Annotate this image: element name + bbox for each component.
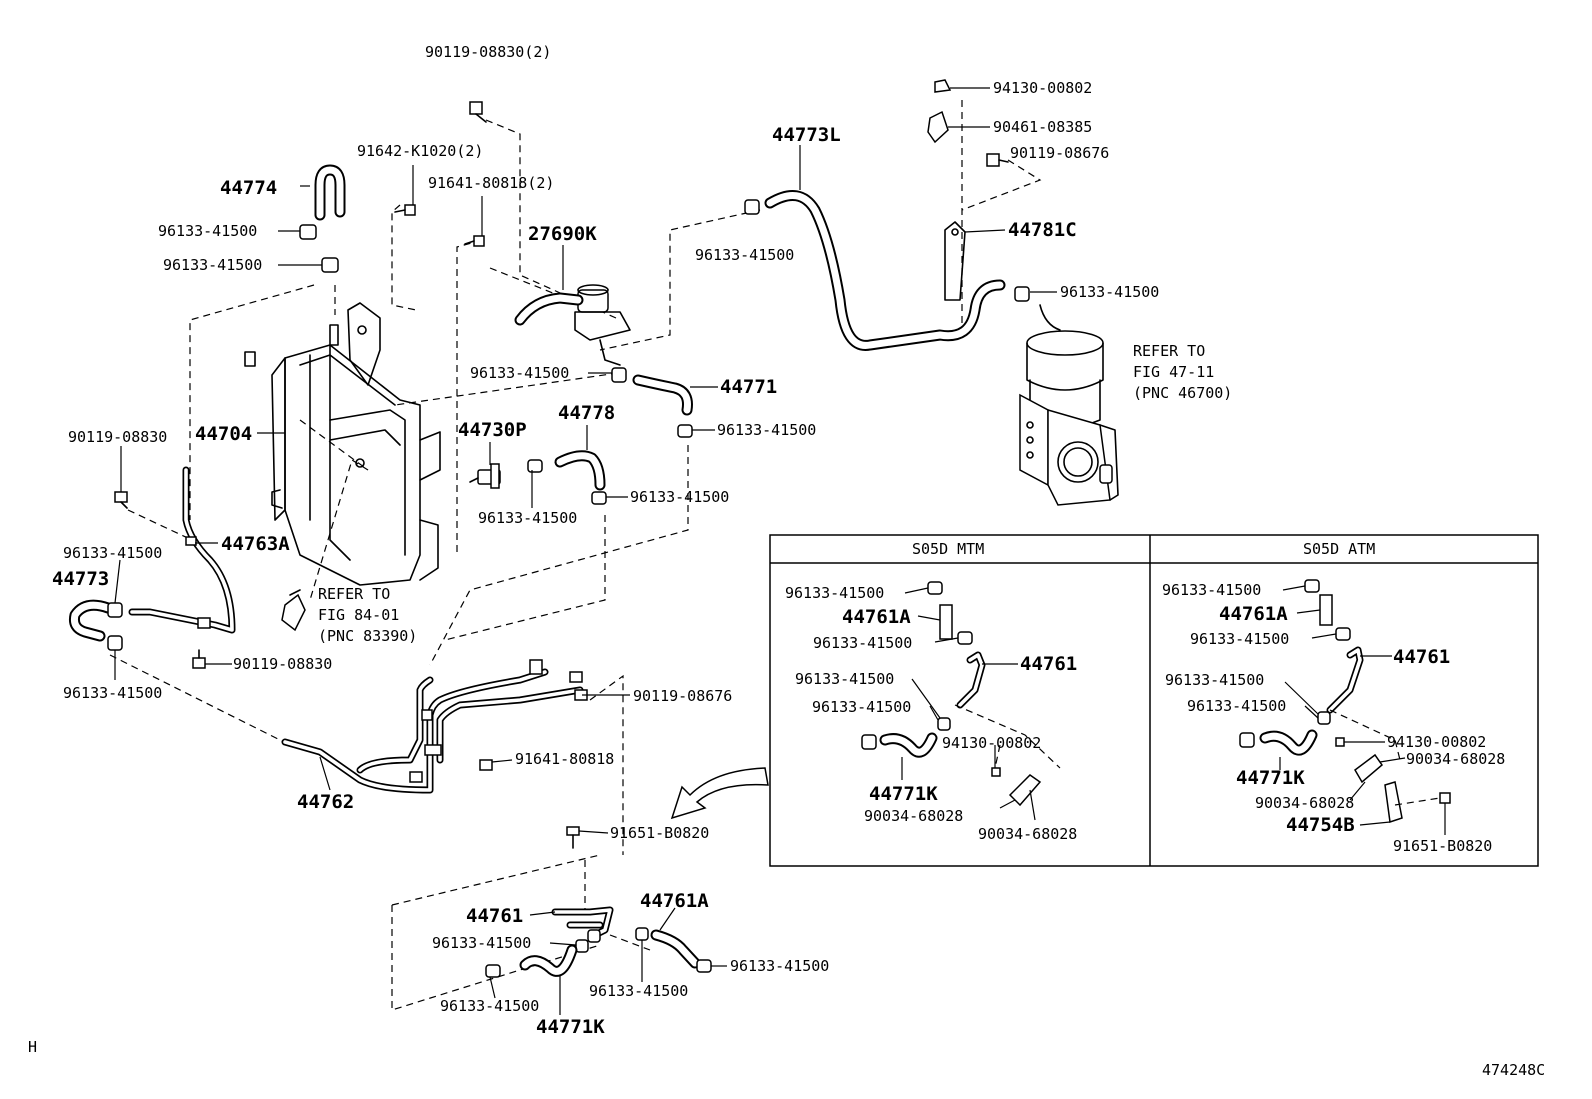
label-96133-a: 96133-41500 <box>158 222 257 240</box>
inset-mtm-header: S05D MTM <box>912 540 984 558</box>
bracket-44781c <box>927 79 1009 301</box>
mtm-label-c1: 96133-41500 <box>785 584 884 602</box>
label-96133-b: 96133-41500 <box>163 256 262 274</box>
hose-44774 <box>299 164 346 273</box>
part-labels: 90119-08830(2) 91642-K1020(2) 91641-8081… <box>52 43 1159 1038</box>
actuator-assembly <box>1019 304 1119 506</box>
atm-label-44761: 44761 <box>1393 646 1450 668</box>
pressure-switch-44730p <box>469 463 501 489</box>
pipe-assembly-44762 <box>281 659 588 794</box>
label-96133-m: 96133-41500 <box>589 982 688 1000</box>
label-96133-h: 96133-41500 <box>478 509 577 527</box>
label-96133-i: 96133-41500 <box>63 544 162 562</box>
label-44761-main: 44761 <box>466 905 523 927</box>
atm-label-c3: 96133-41500 <box>1165 671 1264 689</box>
mtm-label-c3: 96133-41500 <box>795 670 894 688</box>
corner-mark: H <box>28 1038 37 1056</box>
atm-label-bolt1: 90034-68028 <box>1406 750 1505 768</box>
sensor-84-01 <box>281 589 306 632</box>
mtm-label-nut: 94130-00802 <box>942 734 1041 752</box>
inset-frame <box>769 534 1539 867</box>
refer-fig-84-01-line1: REFER TO <box>318 585 390 603</box>
atm-label-c1: 96133-41500 <box>1162 581 1261 599</box>
label-96133-d: 96133-41500 <box>1060 283 1159 301</box>
label-44773l: 44773L <box>772 124 841 146</box>
hose-44773 <box>69 599 123 651</box>
reservoir-tank-44704 <box>244 302 441 586</box>
label-90119-08830-left: 90119-08830 <box>68 428 167 446</box>
leader-lines <box>114 87 1446 1015</box>
label-44781c: 44781C <box>1008 219 1077 241</box>
label-91642-k1020: 91642-K1020(2) <box>357 142 483 160</box>
label-90119-08676-mid: 90119-08676 <box>633 687 732 705</box>
atm-label-c4: 96133-41500 <box>1187 697 1286 715</box>
label-96133-n: 96133-41500 <box>440 997 539 1015</box>
label-96133-f: 96133-41500 <box>717 421 816 439</box>
atm-label-44761a: 44761A <box>1219 603 1288 625</box>
pipe-44763a <box>128 466 236 634</box>
label-44762: 44762 <box>297 791 354 813</box>
label-90461: 90461-08385 <box>993 118 1092 136</box>
label-44771: 44771 <box>720 376 777 398</box>
label-44704: 44704 <box>195 423 252 445</box>
label-96133-e: 96133-41500 <box>470 364 569 382</box>
inset-mtm-labels: S05D MTM 96133-41500 44761A 96133-41500 … <box>785 540 1077 843</box>
bolts-top <box>394 101 487 247</box>
mtm-label-44761a: 44761A <box>842 606 911 628</box>
refer-fig-47-11-line2: FIG 47-11 <box>1133 363 1214 381</box>
hose-44773l <box>744 190 1030 351</box>
mtm-label-bolt2: 90034-68028 <box>978 825 1077 843</box>
label-90119-08830-2: 90119-08830(2) <box>425 43 551 61</box>
refer-fig-84-01-line3: (PNC 83390) <box>318 627 417 645</box>
label-96133-g: 96133-41500 <box>630 488 729 506</box>
mtm-label-bolt1: 90034-68028 <box>864 807 963 825</box>
label-44763a: 44763A <box>221 533 290 555</box>
label-44771k-main: 44771K <box>536 1016 605 1038</box>
label-27690k: 27690K <box>528 223 597 245</box>
label-44774: 44774 <box>220 177 277 199</box>
mtm-label-44761: 44761 <box>1020 653 1077 675</box>
atm-label-nut: 94130-00802 <box>1387 733 1486 751</box>
label-96133-j: 96133-41500 <box>63 684 162 702</box>
inset-atm-header: S05D ATM <box>1303 540 1375 558</box>
label-91641-mid: 91641-80818 <box>515 750 614 768</box>
label-44773: 44773 <box>52 568 109 590</box>
inset-mtm-parts <box>861 581 1061 807</box>
hose-44778 <box>527 450 607 505</box>
label-44730p: 44730P <box>458 419 527 441</box>
mtm-label-c4: 96133-41500 <box>812 698 911 716</box>
hose-44771 <box>611 367 693 438</box>
label-44778: 44778 <box>558 402 615 424</box>
inset-atm-labels: S05D ATM 96133-41500 44761A 96133-41500 … <box>1162 540 1505 855</box>
vsv-27690k <box>514 284 631 366</box>
label-96133-k: 96133-41500 <box>432 934 531 952</box>
atm-label-bolt3: 91651-B0820 <box>1393 837 1492 855</box>
refer-fig-47-11-line1: REFER TO <box>1133 342 1205 360</box>
atm-label-bolt2: 90034-68028 <box>1255 794 1354 812</box>
label-90119-08676-top: 90119-08676 <box>1010 144 1109 162</box>
label-96133-l: 96133-41500 <box>730 957 829 975</box>
bolts-left <box>114 491 206 669</box>
label-90119-08830-bottom: 90119-08830 <box>233 655 332 673</box>
atm-label-44754b: 44754B <box>1286 814 1355 836</box>
label-94130-top: 94130-00802 <box>993 79 1092 97</box>
atm-label-c2: 96133-41500 <box>1190 630 1289 648</box>
label-44761a-main: 44761A <box>640 890 709 912</box>
atm-label-44771k: 44771K <box>1236 767 1305 789</box>
mtm-label-44771k: 44771K <box>869 783 938 805</box>
label-96133-c: 96133-41500 <box>695 246 794 264</box>
direction-arrow <box>670 767 769 820</box>
mtm-label-c2: 96133-41500 <box>813 634 912 652</box>
lower-assembly <box>485 826 712 978</box>
refer-notes: REFER TO FIG 47-11 (PNC 46700) REFER TO … <box>318 342 1232 645</box>
refer-fig-84-01-line2: FIG 84-01 <box>318 606 399 624</box>
refer-fig-47-11-line3: (PNC 46700) <box>1133 384 1232 402</box>
figure-code: 474248C <box>1482 1061 1545 1079</box>
label-91641-80818-2: 91641-80818(2) <box>428 174 554 192</box>
label-91651-mid: 91651-B0820 <box>610 824 709 842</box>
